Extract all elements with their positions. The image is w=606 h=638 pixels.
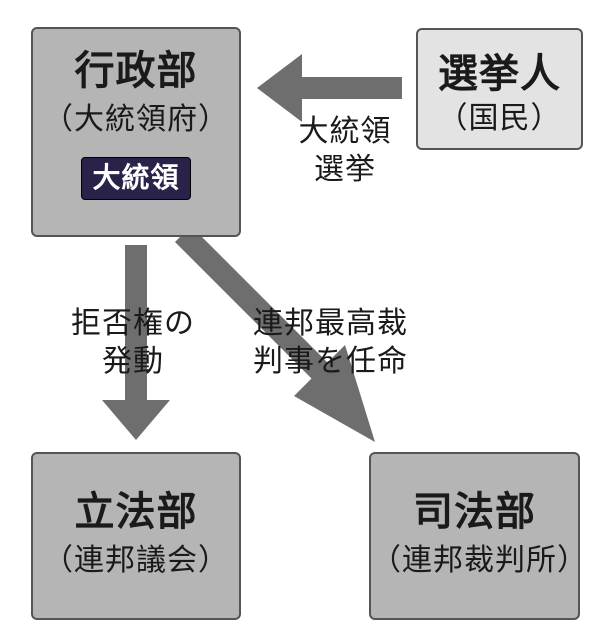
legislative-subtitle: （連邦議会） — [43, 543, 229, 578]
appointment-label-line2: 判事を任命 — [253, 344, 408, 379]
executive-subtitle: （大統領府） — [43, 102, 229, 137]
appointment-arrow — [175, 226, 375, 442]
election-arrow — [257, 54, 402, 122]
judicial-subtitle: （連邦裁判所） — [371, 543, 588, 578]
veto-arrow — [102, 245, 170, 440]
election-label-line2: 選挙 — [314, 152, 376, 187]
veto-label-line2: 発動 — [102, 344, 164, 379]
legislative-branch-box: 立法部 （連邦議会） — [31, 452, 241, 620]
judicial-branch-box: 司法部 （連邦裁判所） — [369, 452, 588, 620]
voters-title: 選挙人 — [438, 51, 561, 97]
legislative-title: 立法部 — [74, 489, 198, 535]
executive-branch-box: 行政部 （大統領府） 大統領 — [31, 27, 241, 237]
election-label: 大統領 選挙 — [290, 113, 400, 189]
appointment-label-line1: 連邦最高裁 — [253, 306, 408, 341]
appointment-label: 連邦最高裁 判事を任命 — [243, 305, 418, 381]
president-badge: 大統領 — [81, 157, 191, 200]
election-label-line1: 大統領 — [298, 114, 392, 149]
voters-subtitle: （国民） — [437, 101, 562, 136]
judicial-title: 司法部 — [413, 489, 536, 535]
executive-title: 行政部 — [74, 48, 198, 94]
veto-label-line1: 拒否権の — [71, 306, 195, 341]
voters-box: 選挙人 （国民） — [416, 28, 583, 150]
veto-label: 拒否権の 発動 — [58, 305, 208, 381]
